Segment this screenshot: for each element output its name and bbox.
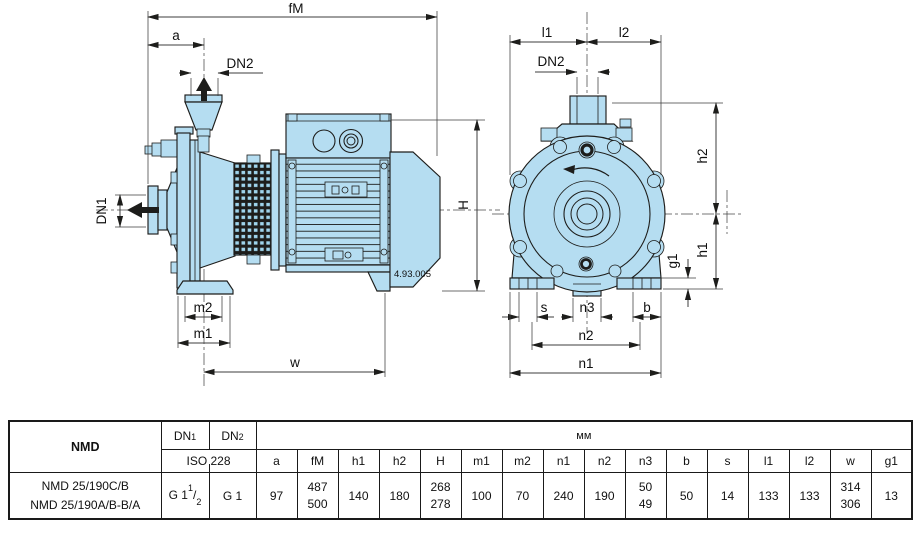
col-header-fM: fM xyxy=(296,449,339,473)
col-header-m1: m1 xyxy=(460,449,503,473)
discharge-nozzle-front xyxy=(569,95,607,125)
right-foot xyxy=(616,277,662,290)
col-header-g1: g1 xyxy=(870,449,913,473)
col-header-h2: h2 xyxy=(378,449,421,473)
motor xyxy=(285,113,441,292)
col-header-a: a xyxy=(255,449,298,473)
dim-label-a: a xyxy=(172,28,180,43)
col-header-s: s xyxy=(706,449,749,473)
col-header-w: w xyxy=(829,449,872,473)
col-header-n3: n3 xyxy=(624,449,667,473)
front-view-dimensions: l1 l2 DN2 h2 h1 g1 s xyxy=(502,25,728,378)
drawing-code: 4.93.005 xyxy=(394,269,431,280)
dimension-header-row: ISO 228 a fM h1 h2 H m1 m2 n1 n2 n3 b s … xyxy=(9,449,913,473)
dn1-value: G 11/2 xyxy=(160,472,210,520)
dim-label-m2: m2 xyxy=(194,300,213,315)
value-s: 14 xyxy=(706,472,749,520)
value-b: 50 xyxy=(665,472,708,520)
pump-foot xyxy=(176,280,234,295)
side-view-dimensions: fM a DN2 DN1 H m2 m1 xyxy=(94,1,485,377)
left-foot xyxy=(509,277,555,290)
value-m2: 70 xyxy=(501,472,544,520)
shaft-hub xyxy=(563,190,611,238)
coupling-guard-grate xyxy=(233,162,272,256)
dim-label-l1: l1 xyxy=(542,25,553,40)
value-g1: 13 xyxy=(870,472,913,520)
value-l2: 133 xyxy=(788,472,831,520)
fan-cover xyxy=(389,151,441,288)
dim-label-h2: h2 xyxy=(695,148,710,163)
pump-casing-front xyxy=(508,95,666,297)
front-view: l1 l2 DN2 h2 h1 g1 s xyxy=(492,12,742,378)
col-header-n2: n2 xyxy=(583,449,626,473)
col-header-h1: h1 xyxy=(337,449,380,473)
rotation-arrow xyxy=(571,167,610,177)
dn2-header: DN2 xyxy=(208,420,257,450)
dimension-table: NMD DN1 DN2 мм ISO 228 a fM h1 h2 H m1 m… xyxy=(8,420,914,520)
dim-label-dn1: DN1 xyxy=(94,197,109,224)
unit-header: мм xyxy=(255,420,913,450)
dim-label-n3: n3 xyxy=(579,300,594,315)
col-header-H: H xyxy=(419,449,462,473)
suction-flow-arrow xyxy=(127,202,159,218)
dim-label-dn2-side: DN2 xyxy=(226,56,253,71)
seal-plug xyxy=(160,139,179,158)
dim-label-dn2-front: DN2 xyxy=(537,54,564,69)
dim-label-H: H xyxy=(456,200,471,210)
col-header-l1: l1 xyxy=(747,449,790,473)
dim-label-s: s xyxy=(541,300,548,315)
motor-nameplate xyxy=(324,181,368,198)
value-m1: 100 xyxy=(460,472,503,520)
value-n2: 190 xyxy=(583,472,626,520)
dim-label-m1: m1 xyxy=(194,326,213,341)
model-column-header: NMD xyxy=(8,420,162,473)
value-l1: 133 xyxy=(747,472,790,520)
dim-label-fM: fM xyxy=(289,1,304,16)
dim-label-h1: h1 xyxy=(695,242,710,257)
cable-gland xyxy=(338,128,364,154)
pump-casing-side xyxy=(144,94,236,295)
col-header-b: b xyxy=(665,449,708,473)
dn1-header: DN1 xyxy=(160,420,210,450)
backplate xyxy=(176,132,191,289)
dim-label-l2: l2 xyxy=(619,25,630,40)
dn2-value: G 1 xyxy=(208,472,257,520)
value-n1: 240 xyxy=(542,472,585,520)
motor-foot xyxy=(367,271,391,292)
col-header-l2: l2 xyxy=(788,449,831,473)
technical-drawing: 4.93.005 fM a DN2 DN1 H m2 xyxy=(94,1,742,388)
side-view: 4.93.005 fM a DN2 DN1 H m2 xyxy=(94,1,500,388)
dim-label-w: w xyxy=(289,355,300,370)
dim-label-g1: g1 xyxy=(665,253,680,268)
value-h1: 140 xyxy=(337,472,380,520)
casing-circle xyxy=(508,135,666,293)
col-header-m2: m2 xyxy=(501,449,544,473)
discharge-nozzle xyxy=(184,101,223,131)
table-row: NMD 25/190C/B NMD 25/190A/B-B/A G 11/2 G… xyxy=(8,472,913,520)
value-a: 97 xyxy=(255,472,298,520)
dim-label-b: b xyxy=(643,300,651,315)
cable-entry xyxy=(312,129,336,153)
dim-label-n2: n2 xyxy=(578,328,593,343)
model-names: NMD 25/190C/B NMD 25/190A/B-B/A xyxy=(8,472,162,520)
adapter-cone xyxy=(199,151,236,269)
value-h2: 180 xyxy=(378,472,421,520)
dim-label-n1: n1 xyxy=(578,356,593,371)
discharge-flow-arrow xyxy=(196,77,212,101)
iso-header: ISO 228 xyxy=(160,449,257,473)
col-header-n1: n1 xyxy=(542,449,585,473)
